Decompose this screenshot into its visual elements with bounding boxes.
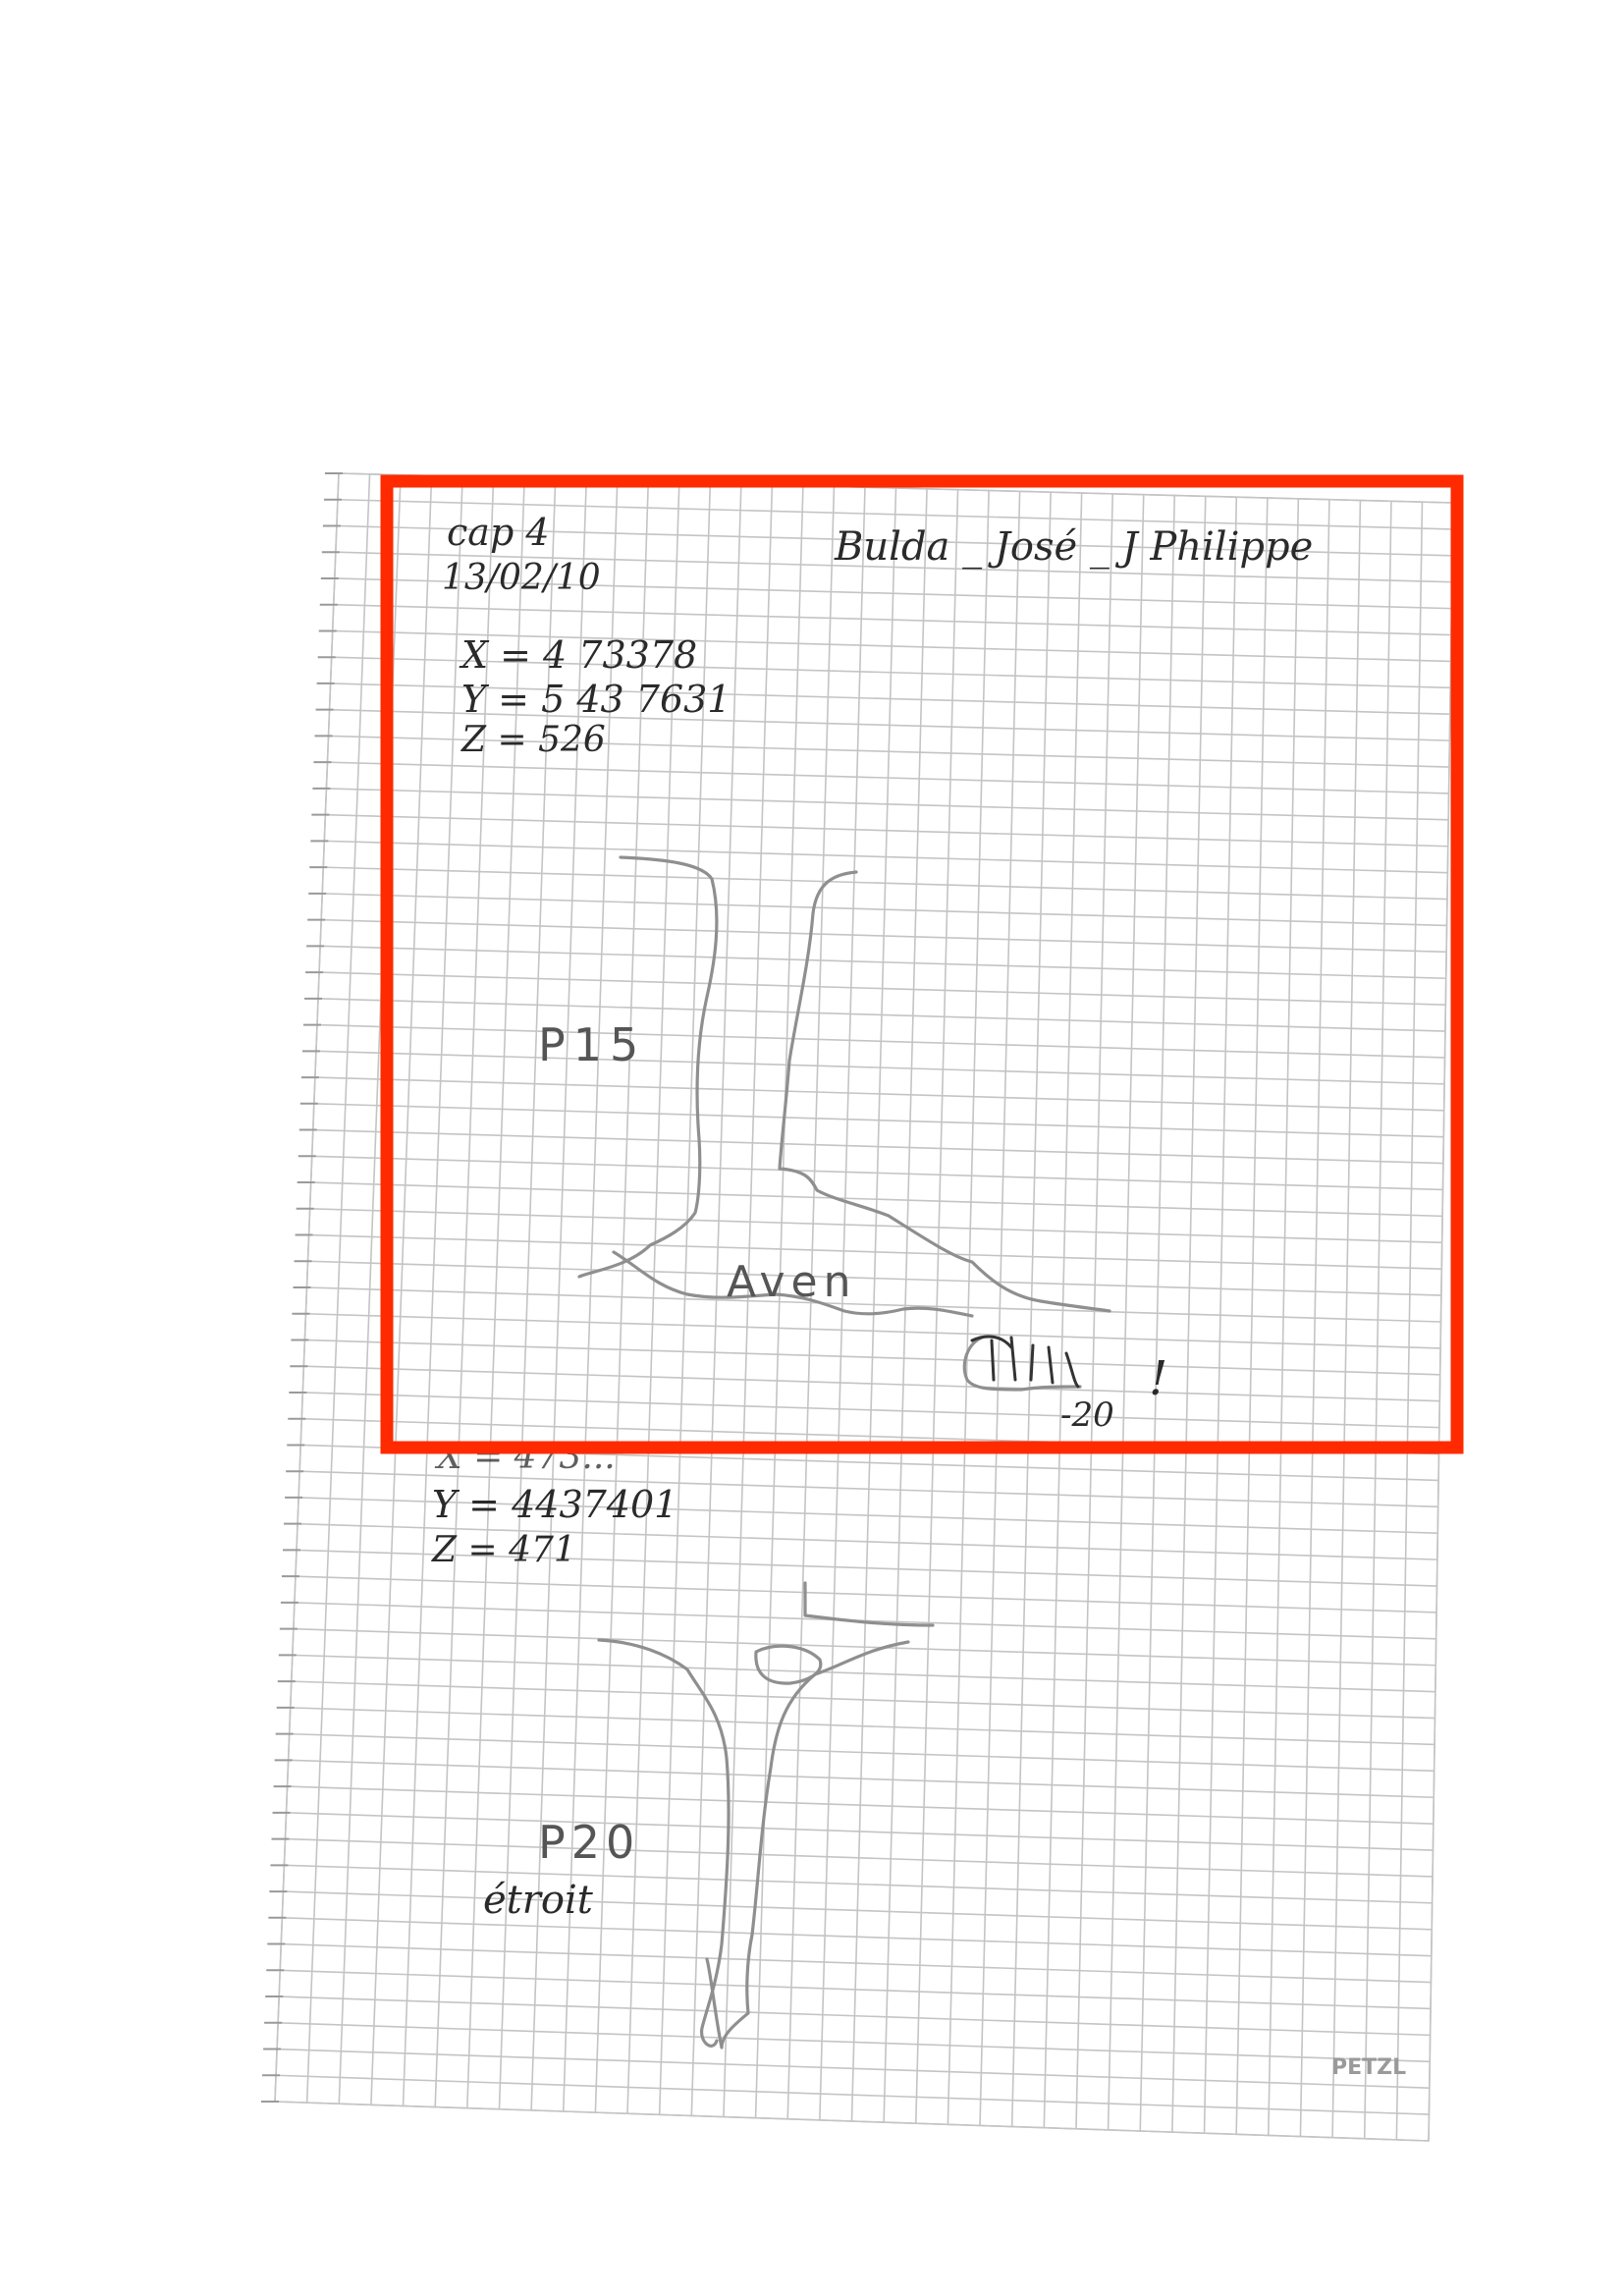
grid-line-horizontal (304, 1339, 1440, 1376)
grid-line-horizontal (298, 1522, 1437, 1560)
grid-line-horizontal (325, 813, 1448, 847)
cave-sketch-1 (577, 855, 1111, 1392)
grid-line-horizontal (310, 1181, 1443, 1218)
grid-line-horizontal (308, 1233, 1442, 1270)
crossed-out-scribble (970, 1335, 1080, 1389)
grid-line-horizontal (278, 2021, 1431, 2063)
shaft-label-p15: P15 (538, 1018, 646, 1071)
grid-line-horizontal (295, 1575, 1437, 1613)
grid-line-horizontal (292, 1654, 1435, 1693)
grid-line-horizontal (285, 1837, 1434, 1878)
coord-z-2: Z = 471 (431, 1530, 576, 1570)
cave-name: cap 4 (447, 511, 550, 554)
grid-line-horizontal (293, 1627, 1436, 1667)
grid-line-horizontal (316, 1023, 1445, 1059)
grid-line-horizontal (329, 708, 1450, 741)
grid-line-horizontal (334, 577, 1452, 610)
grid-line-horizontal (332, 629, 1451, 663)
petzl-logo: PETZL (1331, 2055, 1406, 2080)
grid-line-horizontal (303, 1365, 1440, 1402)
note-narrow: étroit (483, 1878, 594, 1923)
grid-line-horizontal (311, 1155, 1443, 1191)
grid-line-horizontal (319, 971, 1446, 1006)
coord-y-2: Y = 4437401 (432, 1483, 677, 1526)
grid-line-horizontal (323, 866, 1447, 901)
grid-line-horizontal (299, 1470, 1438, 1508)
grid-line-horizontal (306, 1286, 1441, 1323)
grid-line-horizontal (335, 551, 1452, 583)
grid-line-horizontal (286, 1812, 1434, 1851)
grid-line-horizontal (315, 1050, 1445, 1085)
grid-line-horizontal (324, 840, 1448, 874)
grid-line-horizontal (298, 1497, 1438, 1535)
grid-line-horizontal (322, 893, 1447, 927)
grid-line-horizontal (284, 1864, 1433, 1904)
grid-line-horizontal (296, 1549, 1437, 1587)
grid-line-horizontal (277, 2048, 1430, 2089)
grid-line-horizontal (283, 1890, 1433, 1931)
coord-y-1: Y = 5 43 7631 (461, 678, 731, 721)
grid-line-horizontal (318, 998, 1445, 1032)
exclamation-mark: ! (1149, 1351, 1167, 1406)
graph-paper-sheet (261, 472, 1454, 2142)
cave-sketch-2 (597, 1581, 935, 2050)
grid-line-horizontal (336, 524, 1453, 557)
grid-line-horizontal (302, 1392, 1439, 1429)
passage-label-aven: Aven (727, 1257, 857, 1307)
grid-line-horizontal (291, 1680, 1435, 1720)
coord-x-1: X = 4 73378 (459, 633, 697, 677)
grid-line-horizontal (314, 1076, 1444, 1112)
grid-line-horizontal (288, 1759, 1435, 1799)
shaft-label-p20: P20 (538, 1816, 640, 1869)
grid-line-horizontal (312, 1128, 1443, 1165)
grid-line-horizontal (320, 945, 1446, 980)
grid-line-horizontal (305, 1312, 1441, 1349)
grid-line-horizontal (313, 1103, 1444, 1138)
grid-line-horizontal (307, 1260, 1441, 1296)
grid-line-horizontal (276, 2074, 1430, 2115)
grid-line-horizontal (309, 1207, 1442, 1244)
highlight-box (380, 474, 1464, 1454)
grid-line-horizontal (337, 498, 1453, 530)
grid-line-horizontal (274, 2101, 1430, 2142)
team-members: Bulda _ José _ J Philippe (834, 524, 1313, 570)
grid-line-horizontal (287, 1785, 1434, 1825)
grid-line-horizontal (326, 788, 1449, 821)
coord-z-1: Z = 526 (460, 720, 606, 760)
grid-line-horizontal (282, 1917, 1432, 1957)
grid-line-horizontal (333, 603, 1452, 636)
grid-line-horizontal (280, 1969, 1432, 2010)
grid-line-horizontal (279, 1995, 1431, 2037)
survey-date: 13/02/10 (442, 558, 601, 598)
grid-line-horizontal (281, 1942, 1432, 1984)
depth-mark-1: -20 (1060, 1395, 1114, 1435)
grid-line-horizontal (290, 1707, 1435, 1746)
grid-line-horizontal (328, 735, 1449, 768)
grid-line-horizontal (321, 918, 1447, 954)
grid-line-horizontal (289, 1732, 1435, 1773)
grid-line-horizontal (331, 656, 1451, 689)
grid-line-horizontal (327, 761, 1449, 794)
grid-line-horizontal (330, 683, 1450, 716)
